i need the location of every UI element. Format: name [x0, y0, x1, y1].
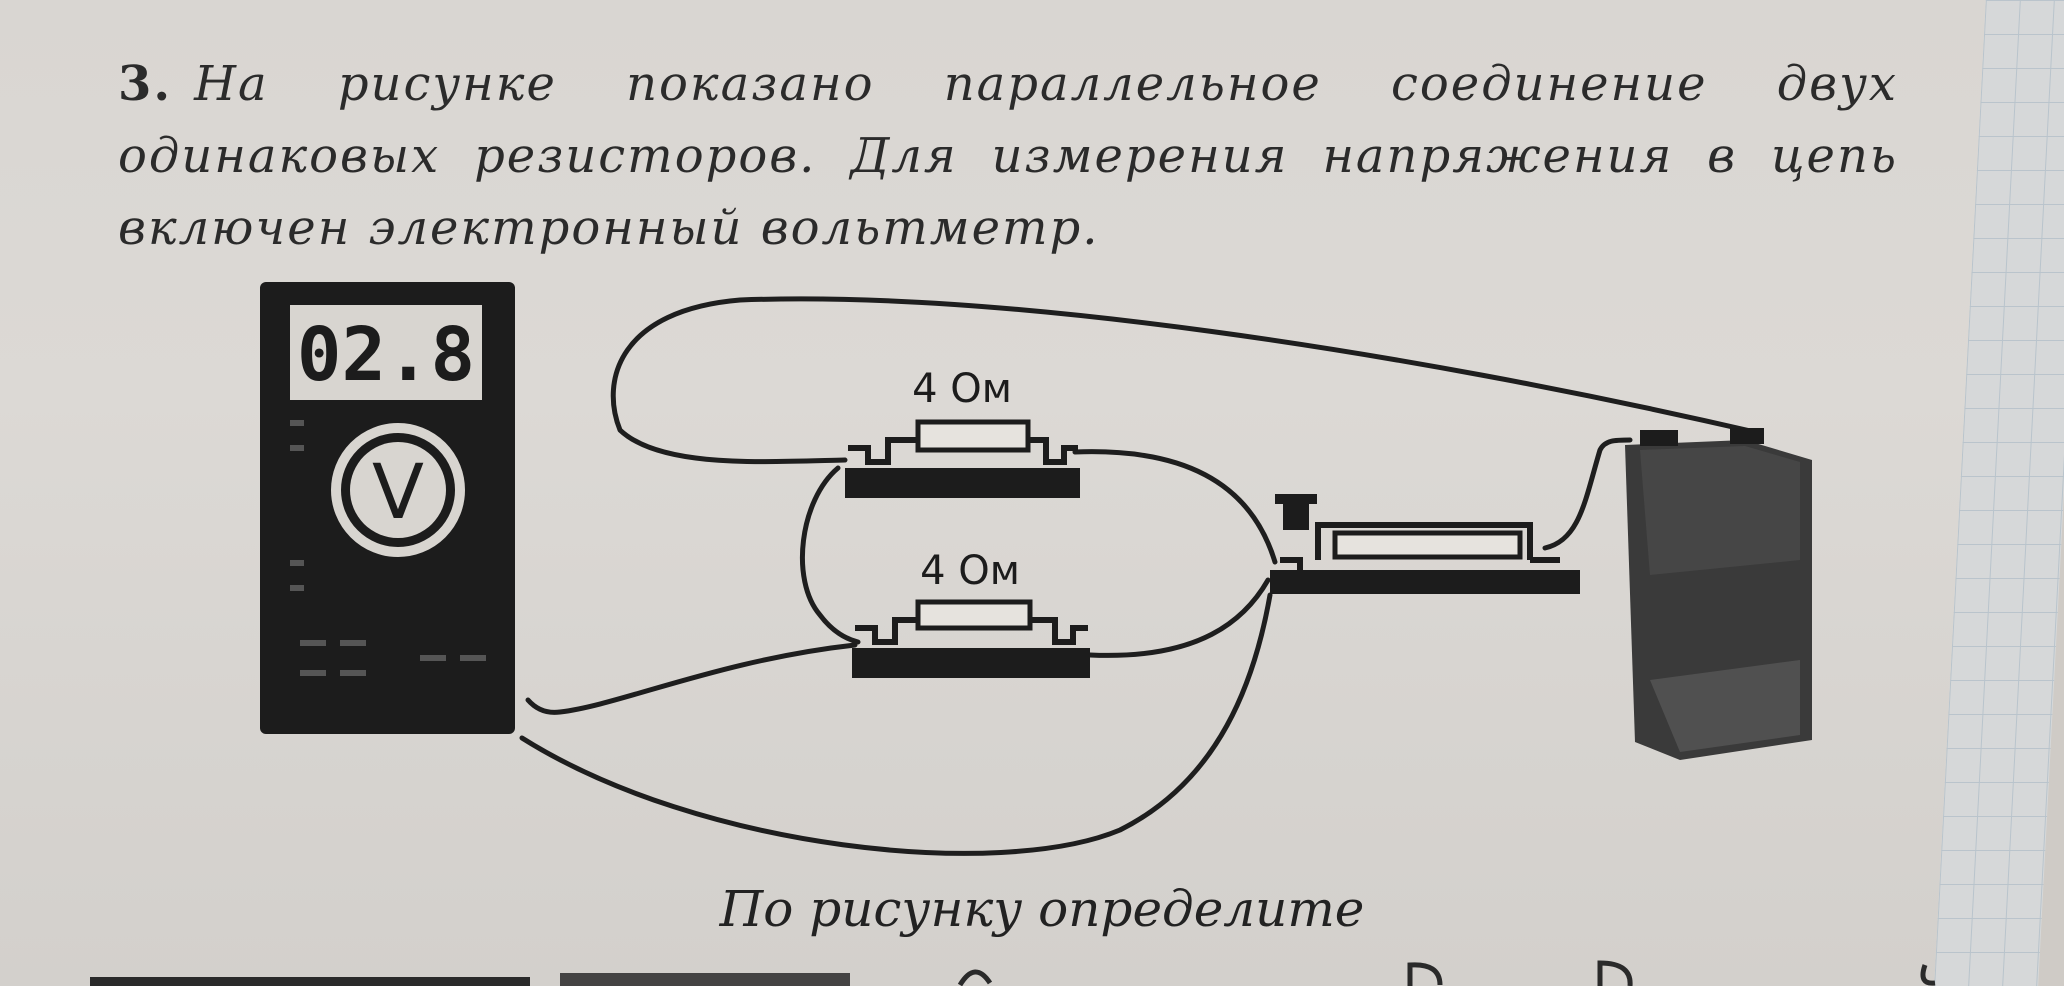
resistor-bottom: 4 Ом: [852, 548, 1090, 678]
resistor-top-label: 4 Ом: [912, 366, 1012, 412]
resistor-top-body: [915, 419, 1031, 453]
caption: По рисунку определите: [719, 880, 1365, 938]
wire-battery-to-top-resistor-left: [610, 296, 1758, 465]
battery: [1625, 428, 1812, 760]
voltmeter-display-value: 02.8: [297, 312, 475, 398]
wire-bottom-left-to-voltmeter: [525, 642, 858, 715]
problem-text: На рисунке показано параллельное соедине…: [118, 56, 1898, 256]
wire-bottom-right-to-switch: [1087, 577, 1271, 658]
voltmeter-symbol: V: [372, 447, 424, 536]
cut-off-text-line: [90, 960, 1936, 986]
voltmeter-scale-marks: [290, 420, 486, 676]
wire-voltmeter-to-switch: [519, 592, 1273, 856]
voltmeter-display-bezel: [290, 305, 482, 400]
switch-base: [1270, 570, 1580, 594]
switch-lever: [1332, 530, 1523, 560]
battery-terminal-left: [1640, 430, 1678, 446]
wire-switch-to-battery: [1542, 437, 1633, 551]
wires: [519, 296, 1758, 856]
resistor-bottom-base: [852, 648, 1090, 678]
battery-terminal-right: [1730, 428, 1764, 444]
voltmeter-dial-face: [350, 442, 446, 538]
switch: [1270, 494, 1580, 594]
voltmeter: 02.8 V: [260, 282, 515, 734]
wire-top-right-to-switch: [1072, 449, 1278, 565]
problem-number: 3.: [118, 56, 173, 112]
resistor-top-base: [845, 468, 1080, 498]
wire-top-left-to-bottom-left: [800, 465, 861, 645]
problem-statement: 3.На рисунке показано параллельное соеди…: [118, 48, 1898, 264]
resistor-top: 4 Ом: [845, 366, 1080, 498]
resistor-bottom-body: [915, 599, 1033, 631]
resistor-bottom-label: 4 Ом: [920, 548, 1020, 594]
